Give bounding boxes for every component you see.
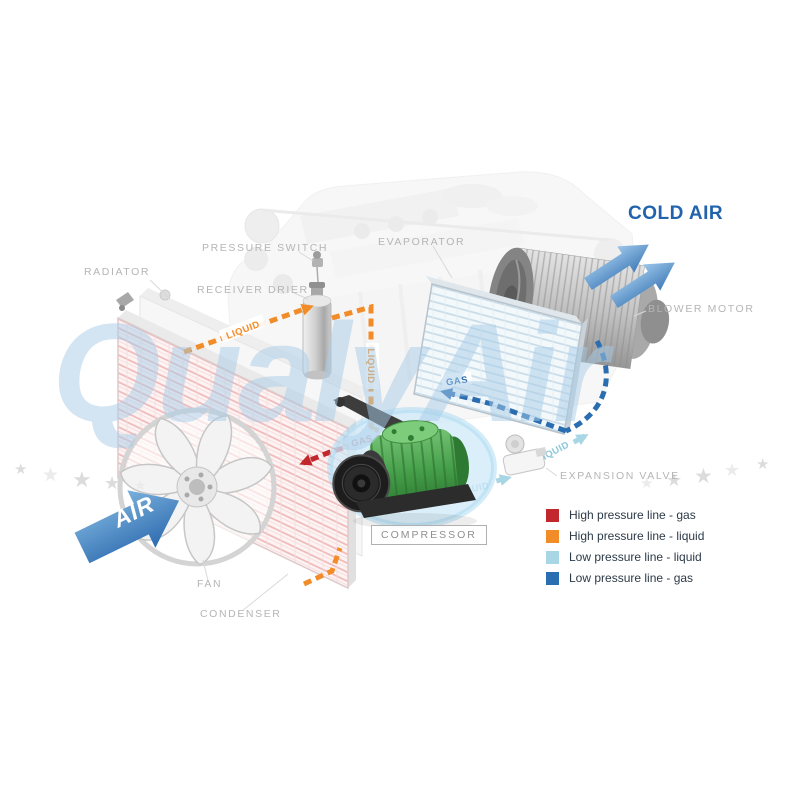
label-cold-air: COLD AIR	[628, 203, 724, 224]
cold-air-arrows	[584, 244, 675, 309]
label-compressor: COMPRESSOR	[371, 525, 487, 545]
legend-label-lp-liquid: Low pressure line - liquid	[569, 550, 702, 564]
compressor-graphic	[327, 395, 497, 529]
hp-gas-pipe	[299, 419, 431, 466]
pipe-label-hp-liquid-2: LIQUID	[365, 343, 379, 389]
legend-label-hp-gas: High pressure line - gas	[569, 508, 696, 522]
label-connectors	[149, 245, 647, 612]
legend-swatch-lp-liquid	[546, 550, 559, 564]
label-evaporator: EVAPORATOR	[378, 236, 466, 248]
legend-swatch-hp-gas	[546, 508, 559, 522]
pressure-switch-graphic	[312, 251, 323, 283]
pipe-label-lp-gas: GAS	[441, 370, 473, 389]
lp-gas-pipe	[440, 339, 609, 434]
legend: High pressure line - gas High pressure l…	[546, 508, 704, 592]
legend-item-hp-liquid: High pressure line - liquid	[546, 529, 704, 543]
receiver-drier-graphic	[302, 282, 332, 380]
evaporator-graphic	[413, 276, 588, 435]
label-condenser: CONDENSER	[200, 608, 282, 620]
legend-swatch-lp-gas	[546, 571, 559, 585]
fan-graphic	[117, 407, 277, 567]
svg-text:GAS: GAS	[445, 375, 468, 389]
legend-item-lp-gas: Low pressure line - gas	[546, 571, 704, 585]
legend-label-lp-gas: Low pressure line - gas	[569, 571, 694, 585]
label-pressure-switch: PRESSURE SWITCH	[202, 242, 329, 254]
label-blower-motor: BLOWER MOTOR	[648, 303, 755, 315]
label-fan: FAN	[197, 578, 223, 590]
legend-item-hp-gas: High pressure line - gas	[546, 508, 704, 522]
label-radiator: RADIATOR	[84, 266, 151, 278]
legend-label-hp-liquid: High pressure line - liquid	[569, 529, 705, 543]
label-receiver-drier: RECEIVER DRIER	[197, 284, 309, 296]
svg-text:LIQUID: LIQUID	[365, 348, 376, 383]
legend-swatch-hp-liquid	[546, 529, 559, 543]
legend-item-lp-liquid: Low pressure line - liquid	[546, 550, 704, 564]
label-expansion-valve: EXPANSION VALVE	[560, 470, 680, 482]
expansion-valve-graphic	[502, 434, 547, 476]
